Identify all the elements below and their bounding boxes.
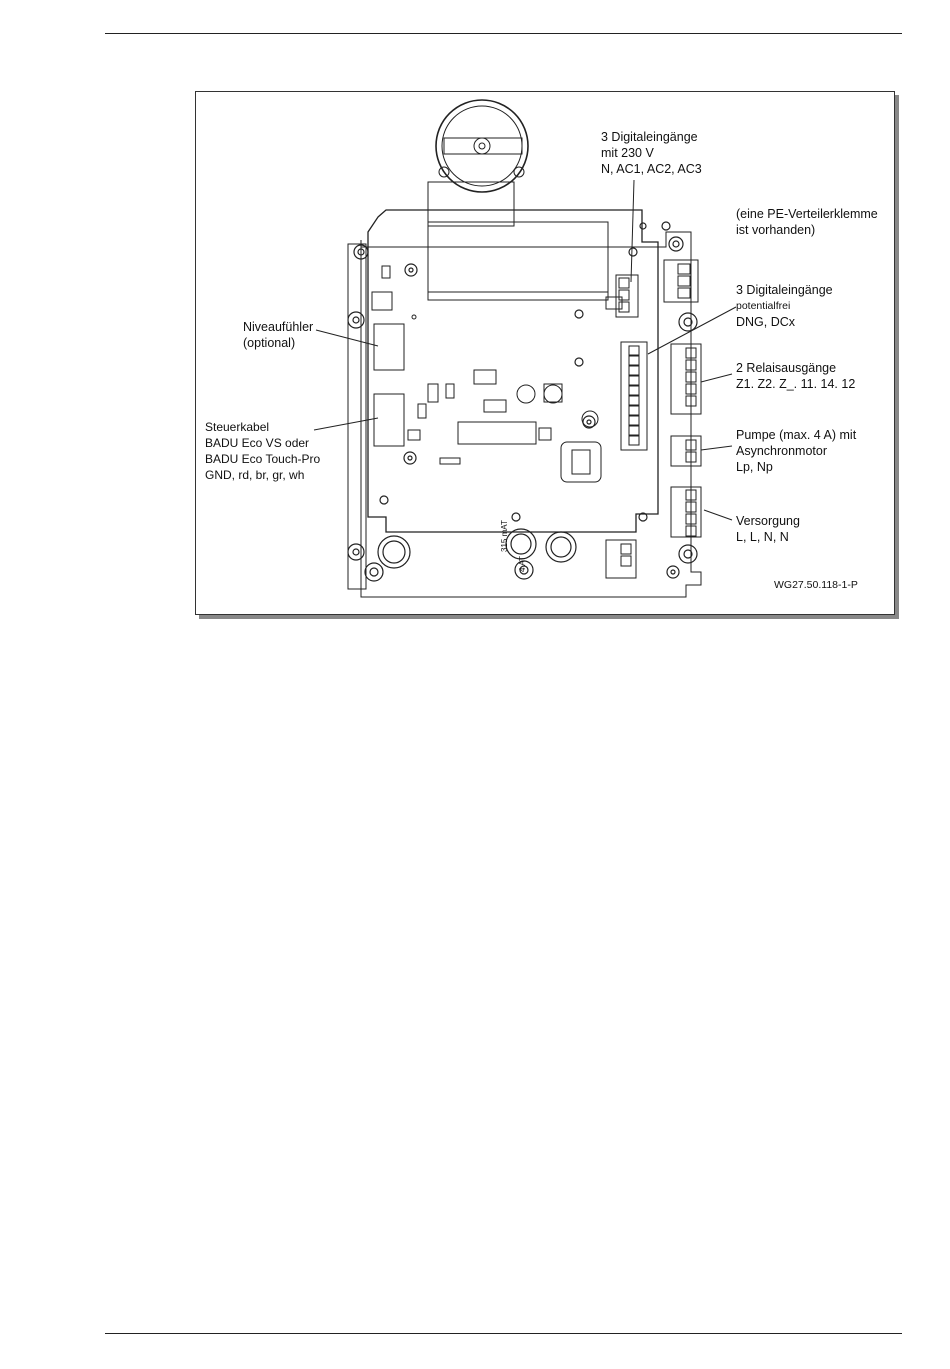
circuit-board-figure: 3 Digitaleingänge mit 230 V N, AC1, AC2,… <box>195 91 895 615</box>
digital-230-line1: 3 Digitaleingänge <box>601 130 698 144</box>
main-board <box>367 209 659 533</box>
leader-lines <box>313 179 737 521</box>
control-line2: BADU Eco VS oder <box>205 436 310 450</box>
supply-line1: Versorgung <box>736 514 800 528</box>
control-line1: Steuerkabel <box>205 420 270 434</box>
pump-line2: Asynchronmotor <box>736 444 828 458</box>
mounting-holes <box>347 221 698 582</box>
relays-line2: Z1. Z2. Z_. 11. 14. 12 <box>736 377 856 391</box>
level-sensor-label: Niveaufühler (optional) <box>243 319 313 351</box>
knob-bar <box>443 137 523 155</box>
display-module <box>427 221 609 301</box>
fuse-315-label: 315 mAT <box>500 520 509 552</box>
header-rule <box>105 33 902 34</box>
supply-label: Versorgung L, L, N, N <box>736 513 800 545</box>
figure-code: WG27.50.118-1-P <box>774 579 858 591</box>
control-line3: BADU Eco Touch-Pro <box>205 452 321 466</box>
pump-line3: Lp, Np <box>736 460 773 474</box>
digital-230-line2: mit 230 V <box>601 146 654 160</box>
level-line2: (optional) <box>243 336 296 350</box>
digital-inputs-230v-label: 3 Digitaleingänge mit 230 V N, AC1, AC2,… <box>601 129 702 177</box>
components <box>371 265 623 483</box>
digital-inputs-free-label: 3 Digitaleingänge potentialfrei DNG, DCx <box>736 282 833 330</box>
control-line4: GND, rd, br, gr, wh <box>205 468 305 482</box>
digital-free-line3: DNG, DCx <box>736 315 796 329</box>
knob-inner <box>441 105 523 187</box>
left-rail <box>347 243 367 590</box>
pe-line2: ist vorhanden) <box>736 223 816 237</box>
control-cable-label: Steuerkabel BADU Eco VS oder BADU Eco To… <box>205 419 320 483</box>
footer-rule <box>105 1333 902 1334</box>
level-line1: Niveaufühler <box>243 320 314 334</box>
digital-free-line1: 3 Digitaleingänge <box>736 283 833 297</box>
digital-230-line3: N, AC1, AC2, AC3 <box>601 162 702 176</box>
knob-outer <box>435 99 529 193</box>
base-plate <box>360 231 702 598</box>
knob-base <box>427 181 515 227</box>
knob-center <box>473 137 491 155</box>
fuse-4at-label: 4 AT <box>518 556 527 572</box>
pe-terminal-label: (eine PE-Verteilerklemme ist vorhanden) <box>736 206 878 238</box>
pe-line1: (eine PE-Verteilerklemme <box>736 207 878 221</box>
pump-label: Pumpe (max. 4 A) mit Asynchronmotor Lp, … <box>736 427 856 475</box>
relay-outputs-label: 2 Relaisausgänge Z1. Z2. Z_. 11. 14. 12 <box>736 360 855 392</box>
supply-line2: L, L, N, N <box>736 530 789 544</box>
circuit-board-drawing <box>313 99 737 598</box>
relays-line1: 2 Relaisausgänge <box>736 361 837 375</box>
digital-free-line2: potentialfrei <box>736 300 791 312</box>
pump-line1: Pumpe (max. 4 A) mit <box>736 428 857 442</box>
terminal-blocks <box>605 259 702 579</box>
